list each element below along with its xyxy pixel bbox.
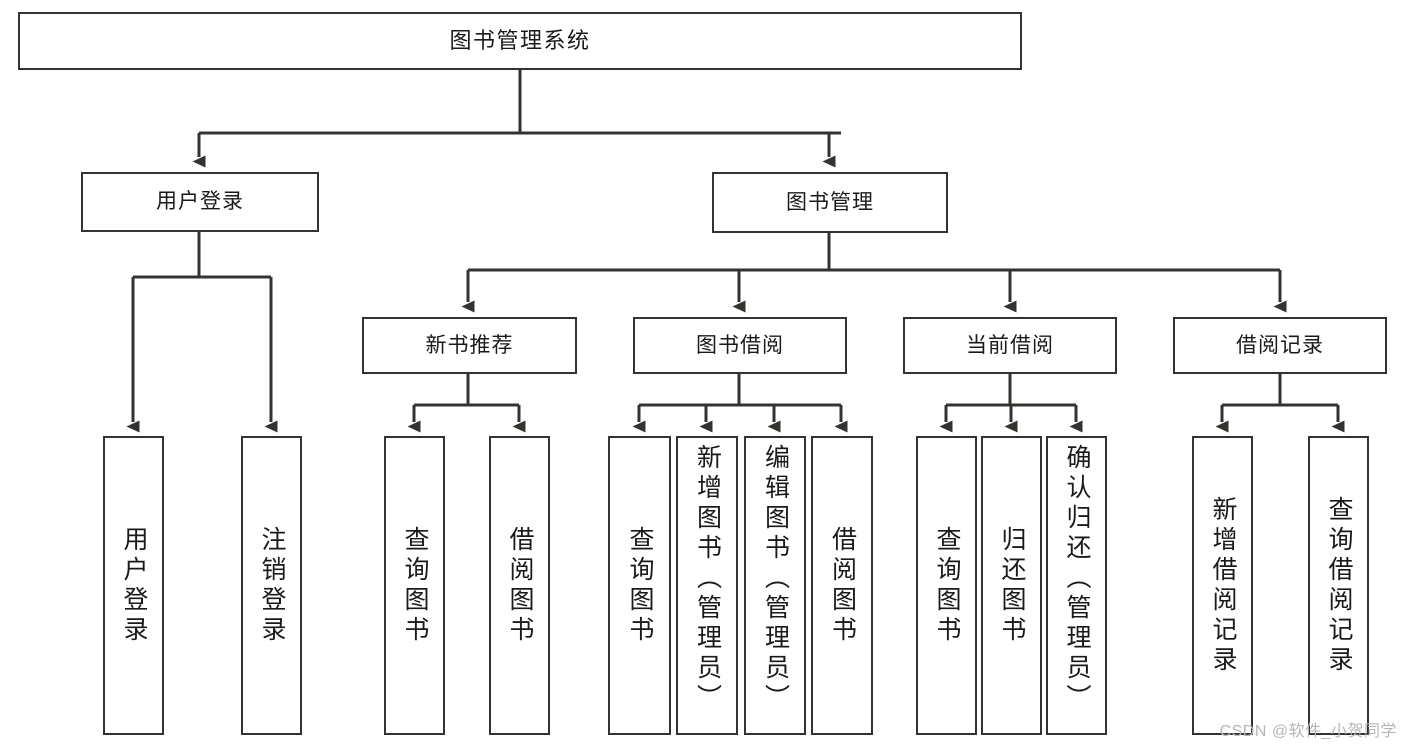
leaf-query-book-recommend[interactable]: 查询图书 bbox=[384, 436, 445, 735]
leaf-confirm-return-admin[interactable]: 确认归还（管理员） bbox=[1046, 436, 1107, 735]
leaf-edit-book-admin[interactable]: 编辑图书（管理员） bbox=[744, 436, 806, 735]
node-borrow-record[interactable]: 借阅记录 bbox=[1173, 317, 1387, 374]
node-label: 注销登录 bbox=[258, 525, 286, 646]
leaf-query-book-current[interactable]: 查询图书 bbox=[916, 436, 977, 735]
node-label: 图书管理 bbox=[786, 190, 874, 214]
leaf-query-book-borrow[interactable]: 查询图书 bbox=[608, 436, 671, 735]
leaf-add-book-admin[interactable]: 新增图书（管理员） bbox=[676, 436, 738, 735]
node-label: 新书推荐 bbox=[425, 333, 514, 357]
leaf-add-borrow-record[interactable]: 新增借阅记录 bbox=[1192, 436, 1253, 735]
leaf-user-login[interactable]: 用户登录 bbox=[103, 436, 164, 735]
node-label: 新增借阅记录 bbox=[1209, 495, 1237, 676]
leaf-borrow-book-borrow[interactable]: 借阅图书 bbox=[811, 436, 873, 735]
node-label: 用户登录 bbox=[120, 525, 148, 646]
node-label: 当前借阅 bbox=[966, 333, 1054, 357]
node-label: 查询借阅记录 bbox=[1325, 495, 1353, 676]
leaf-return-book[interactable]: 归还图书 bbox=[981, 436, 1042, 735]
node-label: 用户登录 bbox=[156, 190, 244, 214]
node-book-manage[interactable]: 图书管理 bbox=[712, 172, 948, 233]
leaf-query-borrow-record[interactable]: 查询借阅记录 bbox=[1308, 436, 1369, 735]
node-user-login[interactable]: 用户登录 bbox=[81, 172, 319, 232]
node-label: 借阅记录 bbox=[1236, 333, 1324, 357]
node-label: 归还图书 bbox=[998, 525, 1026, 646]
node-label: 查询图书 bbox=[626, 525, 654, 646]
node-label: 图书管理系统 bbox=[449, 27, 591, 53]
node-label: 查询图书 bbox=[401, 525, 429, 646]
node-label: 图书借阅 bbox=[696, 333, 784, 357]
node-root-system[interactable]: 图书管理系统 bbox=[18, 12, 1022, 70]
node-label: 新增图书（管理员） bbox=[693, 444, 722, 714]
leaf-borrow-book-recommend[interactable]: 借阅图书 bbox=[489, 436, 550, 735]
node-label: 查询图书 bbox=[933, 525, 961, 646]
node-label: 确认归还（管理员） bbox=[1063, 444, 1091, 714]
node-current-borrow[interactable]: 当前借阅 bbox=[903, 317, 1117, 374]
node-new-book-recommend[interactable]: 新书推荐 bbox=[362, 317, 577, 374]
node-label: 借阅图书 bbox=[506, 525, 534, 646]
node-book-borrow[interactable]: 图书借阅 bbox=[633, 317, 847, 374]
node-label: 编辑图书（管理员） bbox=[761, 444, 790, 714]
leaf-user-logout[interactable]: 注销登录 bbox=[241, 436, 302, 735]
csdn-watermark: CSDN @软件_小贺同学 bbox=[1219, 723, 1397, 740]
node-label: 借阅图书 bbox=[828, 525, 857, 646]
